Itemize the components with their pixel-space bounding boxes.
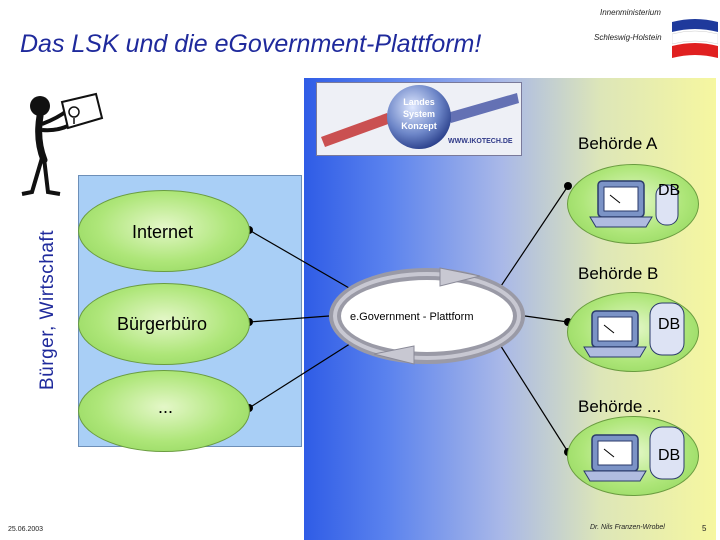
state-flag-logo xyxy=(672,19,718,58)
channel-buergerbuero xyxy=(78,283,250,365)
page-number: 5 xyxy=(702,524,707,533)
computer-icon xyxy=(583,426,685,482)
link-agency-a xyxy=(496,185,569,293)
person-figure-icon xyxy=(21,92,104,196)
logo-url: WWW.IKOTECH.DE xyxy=(448,138,513,145)
footer-author: Dr. Nils Franzen-Wrobel xyxy=(590,524,665,531)
platform-label: e.Government - Plattform xyxy=(350,311,474,323)
agency-label: Behörde A xyxy=(578,134,658,153)
channel-internet xyxy=(78,190,250,272)
globe-logo-icon: Landes System Konzept xyxy=(317,83,521,155)
link-internet xyxy=(248,229,357,293)
channel-more xyxy=(78,370,250,452)
agency-a-node xyxy=(567,164,699,244)
link-buergerbuero xyxy=(248,315,330,323)
link-more xyxy=(248,339,357,409)
lsk-logo: Landes System Konzept xyxy=(316,82,522,156)
channel-label: Bürgerbüro xyxy=(117,314,208,334)
slide-title: Das LSK und die eGovernment-Plattform! xyxy=(20,30,482,58)
link-agency-b xyxy=(524,315,569,323)
database-label: DB xyxy=(658,447,681,464)
svg-text:Landes: Landes xyxy=(403,97,435,107)
state-name: Schleswig-Holstein xyxy=(594,33,662,42)
database-label: DB xyxy=(658,182,681,199)
channel-label: ... xyxy=(158,397,174,417)
agency-b-node xyxy=(567,292,699,372)
link-agency-c xyxy=(496,339,569,453)
agency-c-node xyxy=(567,416,699,496)
svg-text:Konzept: Konzept xyxy=(401,121,437,131)
agency-label: Behörde B xyxy=(578,264,659,283)
svg-text:System: System xyxy=(403,109,435,119)
ministry-name: Innenministerium xyxy=(600,8,661,17)
node-agency-a xyxy=(564,182,572,190)
footer-date: 25.06.2003 xyxy=(8,526,44,533)
channel-label: Internet xyxy=(132,222,194,242)
computer-icon xyxy=(583,302,685,358)
computer-icon xyxy=(589,180,679,228)
database-label: DB xyxy=(658,316,681,333)
agency-label: Behörde ... xyxy=(578,397,662,416)
platform-ring-icon xyxy=(329,267,525,365)
